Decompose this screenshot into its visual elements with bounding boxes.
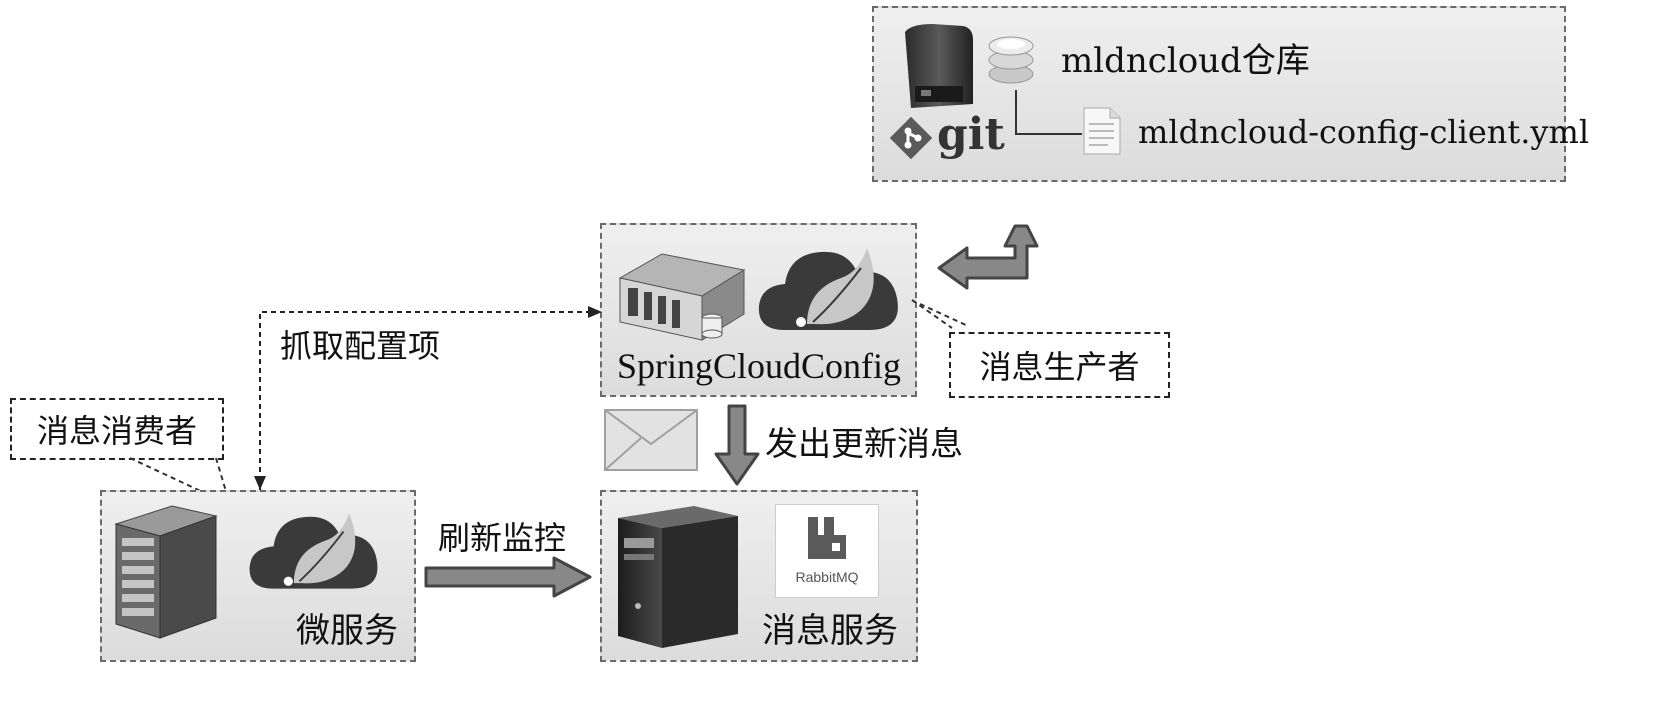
producer-callout-pointer xyxy=(911,299,969,329)
repo-label: mldncloud仓库 xyxy=(1061,41,1310,81)
database-icon xyxy=(988,36,1034,84)
send-update-arrow xyxy=(714,404,760,486)
consumer-role-callout: 消息消费者 xyxy=(10,398,224,460)
envelope-icon xyxy=(604,409,698,471)
repo-file-connector xyxy=(1015,90,1082,135)
git-logo-icon xyxy=(889,116,933,160)
rabbitmq-logo: RabbitMQ xyxy=(775,504,879,598)
refresh-monitor-label: 刷新监控 xyxy=(438,519,567,557)
refresh-monitor-arrow xyxy=(424,556,592,598)
spring-cloud-icon xyxy=(758,248,898,330)
config-file-label: mldncloud-config-client.yml xyxy=(1138,113,1590,151)
config-server-label: SpringCloudConfig xyxy=(617,346,902,386)
rack-server-icon xyxy=(618,253,746,341)
fetch-config-connector xyxy=(254,306,602,490)
spring-cloud-icon xyxy=(249,513,378,589)
message-service-label: 消息服务 xyxy=(762,611,898,651)
server-cabinet-icon xyxy=(114,505,218,639)
fetch-config-label: 抓取配置项 xyxy=(280,327,441,365)
consumer-callout-pointer xyxy=(129,457,229,503)
microservice-label: 微服务 xyxy=(296,611,398,651)
yaml-file-icon xyxy=(1083,107,1121,155)
tower-server-icon xyxy=(618,506,738,648)
git-server-icon xyxy=(905,24,973,108)
rabbitmq-logo-text: RabbitMQ xyxy=(795,569,859,585)
producer-role-callout: 消息生产者 xyxy=(949,332,1170,398)
send-update-label: 发出更新消息 xyxy=(765,424,963,463)
rabbitmq-icon xyxy=(808,517,846,559)
git-logo-text: git xyxy=(937,109,1005,160)
git-repository-box xyxy=(872,6,1566,182)
config-git-double-arrow xyxy=(937,224,1039,290)
